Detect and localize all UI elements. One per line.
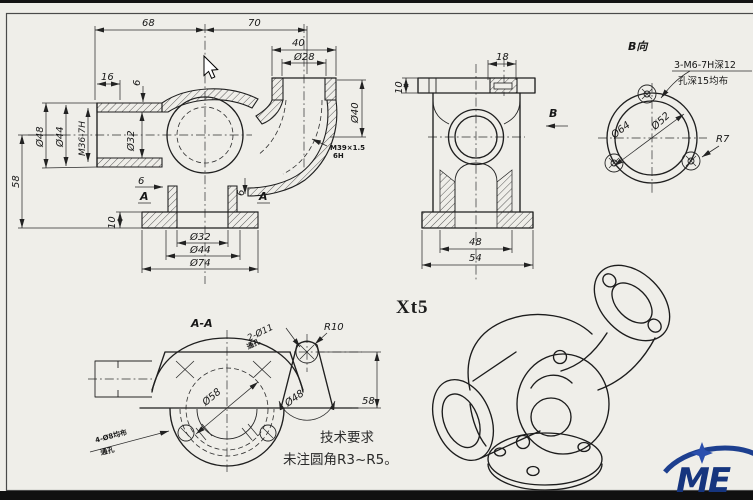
b-view-title: B向 — [628, 40, 649, 53]
front-view: 68 70 40 Ø28 16 6 Ø48 Ø44 M36-7H 58 Ø32 … — [11, 18, 366, 284]
section-a-right: A — [258, 190, 268, 203]
tech-req-title: 技术要求 — [320, 430, 374, 446]
small-thread-note: M39×1.5 6H — [311, 138, 365, 160]
dim-70: 70 — [248, 18, 261, 29]
dim-o58: Ø58 — [199, 386, 223, 409]
dim-o40: Ø40 — [349, 102, 361, 124]
view-b-label: B — [549, 107, 557, 120]
dim-6-neck-l: 6 — [138, 176, 144, 187]
dim-o48: Ø48 — [34, 126, 46, 148]
logo-text: ME — [676, 461, 731, 500]
svg-text:孔深15均布: 孔深15均布 — [678, 75, 728, 87]
dim-10-base: 10 — [107, 216, 118, 229]
isometric-view — [431, 264, 671, 491]
dim-48: 48 — [469, 237, 482, 248]
dim-10-plate: 10 — [394, 81, 405, 94]
b-direction-view: B向 Ø64 Ø52 3-M6-7H深12 孔深15均布 R7 — [598, 40, 752, 194]
svg-text:通孔: 通孔 — [99, 445, 115, 457]
section-title: A-A — [190, 317, 213, 330]
part-label: Xt5 — [396, 297, 429, 318]
thread-note: 3-M6-7H深12 孔深15均布 — [660, 60, 752, 99]
dim-6-neck-r: 6 — [236, 190, 247, 196]
dim-54: 54 — [469, 253, 482, 264]
dim-o28: Ø28 — [293, 51, 315, 63]
technical-requirements: 技术要求 未注圆角R3~R5。 — [283, 430, 398, 468]
dim-o32-base: Ø32 — [189, 231, 211, 243]
watermark-logo: ME — [663, 442, 753, 500]
svg-text:3-M6-7H深12: 3-M6-7H深12 — [674, 60, 736, 71]
section-a-a: A-A Ø48 Ø58 R10 — [88, 317, 381, 472]
svg-text:M39×1.5: M39×1.5 — [330, 144, 365, 152]
side-view: 18 10 48 54 B — [394, 52, 568, 280]
svg-text:4-Ø8均布: 4-Ø8均布 — [94, 427, 128, 444]
dim-o74-base: Ø74 — [189, 257, 211, 269]
hole-note: 2-Ø11 通孔 — [245, 322, 301, 351]
svg-text:6H: 6H — [333, 152, 344, 160]
dim-o44: Ø44 — [54, 126, 66, 148]
dim-o44-base: Ø44 — [189, 244, 211, 256]
dim-40: 40 — [292, 38, 305, 49]
dim-18: 18 — [496, 52, 509, 63]
dim-m36: M36-7H — [78, 121, 88, 156]
mouse-cursor — [203, 54, 219, 79]
dim-r7: R7 — [716, 134, 730, 145]
dim-58-section: 58 — [362, 396, 375, 407]
dim-o32-bore: Ø32 — [125, 130, 137, 152]
letterbox-bar — [0, 491, 753, 500]
section-a-left: A — [139, 190, 149, 203]
dim-6-wall: 6 — [132, 80, 143, 86]
dim-68: 68 — [142, 18, 155, 29]
bolt-note: 4-Ø8均布 通孔 — [89, 427, 170, 457]
tech-req-line1: 未注圆角R3~R5。 — [283, 452, 398, 468]
dim-58: 58 — [11, 175, 22, 188]
dim-16: 16 — [101, 72, 114, 83]
dim-r10: R10 — [324, 322, 344, 333]
